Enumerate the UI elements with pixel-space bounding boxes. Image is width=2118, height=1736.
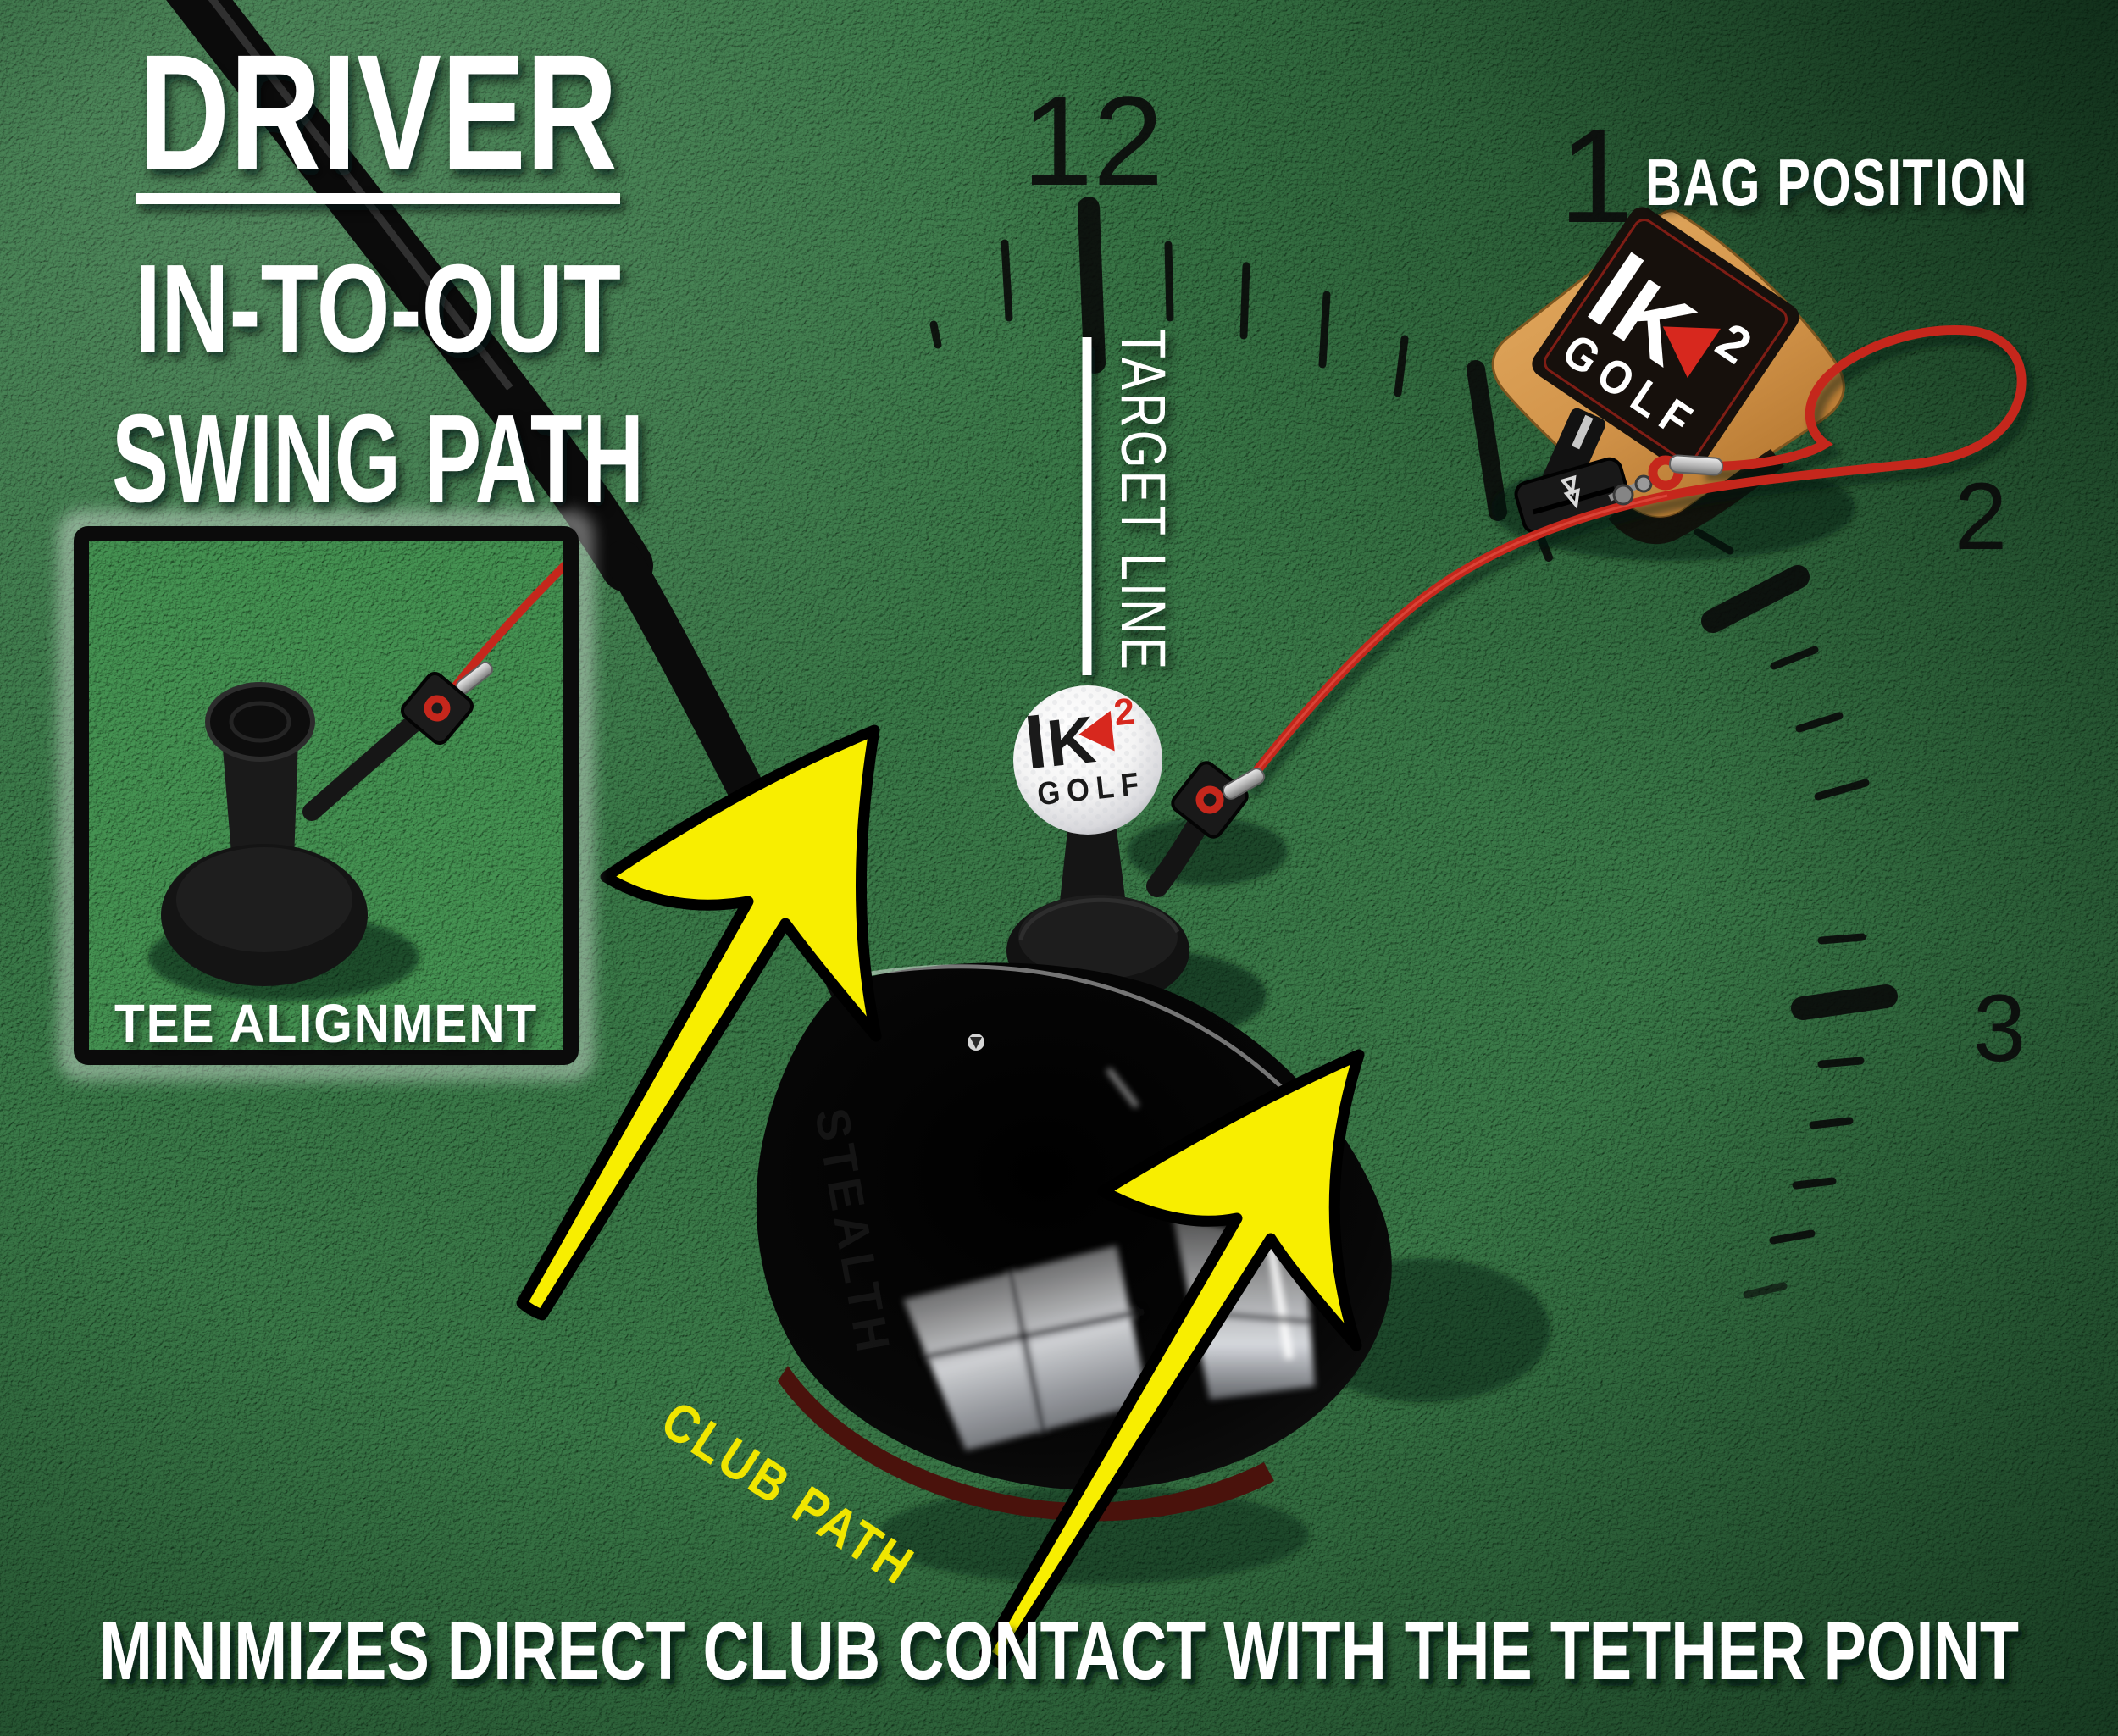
target-line-group: TARGET LINE [1082, 329, 1178, 675]
logo-k: K [1044, 702, 1099, 780]
tether-point [1171, 761, 1249, 839]
club-path-arrow-left [516, 724, 882, 1321]
tick-minor [929, 320, 942, 349]
cord-hardware-bag [1608, 454, 1724, 506]
swing-path-arrows [516, 724, 1365, 1670]
bag-position-label: BAG POSITION [1645, 145, 2028, 219]
tether-crimp [1222, 768, 1266, 800]
tether-knot [1195, 785, 1224, 814]
tee-base-top [1018, 895, 1178, 979]
tick-minor [1770, 646, 1819, 670]
shaft-grip [166, 0, 653, 592]
patch-trim [1544, 219, 1788, 463]
inset-tee-cup [205, 682, 315, 762]
clock-numeral-12: 12 [1023, 69, 1164, 212]
tee-alignment-inset: TEE ALIGNMENT [58, 511, 594, 1080]
inset-tether-arm [302, 713, 424, 821]
k2-golf-logo [1532, 207, 1799, 474]
tick-minor [1743, 1282, 1788, 1299]
tee-alignment-label: TEE ALIGNMENT [114, 993, 538, 1054]
inset-tee-base-top [176, 847, 352, 952]
tick-minor [1817, 933, 1866, 945]
tick-minor [1814, 779, 1870, 801]
reflection-mullion [1006, 1268, 1047, 1434]
tick-minor [1769, 1229, 1816, 1245]
tick-hour-12 [1078, 197, 1106, 374]
clock-numeral-2: 2 [1954, 463, 2007, 569]
logo-triangle-icon [1662, 326, 1721, 378]
cord-crimp [1668, 454, 1724, 476]
tick-hour-3 [1791, 984, 1898, 1020]
reflection-streak-small [1106, 1067, 1139, 1109]
tick-minor [1795, 712, 1844, 733]
clock-numeral-3: 3 [1973, 975, 2026, 1081]
tee-rim-highlight [1018, 897, 1180, 941]
bottom-caption: MINIMIZES DIRECT CLUB CONTACT WITH THE T… [99, 1605, 2019, 1697]
tether-diamond [1171, 761, 1249, 839]
title-underline [136, 193, 620, 204]
tick-minor [1239, 262, 1250, 340]
clock-numeral-1: 1 [1559, 102, 1633, 251]
logo-2: 2 [1112, 691, 1136, 734]
tick-minor [1164, 241, 1174, 322]
cord-shadow [1246, 332, 2034, 798]
tick-minor [1318, 291, 1331, 369]
title-driver: DRIVER [138, 20, 618, 205]
inset-diamond [401, 672, 474, 745]
tick-hour-1 [1467, 360, 1507, 521]
clip-diamond-icon [1560, 474, 1580, 510]
logo-bar [1588, 252, 1644, 325]
inset-knot [424, 695, 451, 722]
inset-content [148, 560, 570, 1001]
bag-patch: K 2 GOLF [1532, 207, 1799, 474]
cord-highlight [1244, 494, 1668, 786]
tick-minor [1817, 1057, 1865, 1068]
swivel-ring-icon [1612, 484, 1634, 506]
head-shadow-lower [877, 1486, 1309, 1584]
inset-glow [58, 511, 594, 1080]
reflection-mullion [923, 1308, 1143, 1361]
tick-hour-2 [1701, 565, 1810, 633]
swivel-ring-icon [1634, 474, 1653, 493]
logo-triangle-icon [1078, 710, 1115, 752]
taylormade-logo [968, 1034, 984, 1051]
clock-numerals: 12 1 2 3 [1023, 69, 2027, 1081]
inset-tether-point [401, 672, 474, 745]
club-path-arrow-right [979, 1049, 1365, 1670]
tick-minor [1001, 239, 1013, 322]
ball-dimples [1013, 685, 1162, 835]
tick-minor [1809, 1117, 1854, 1129]
inset-border [74, 526, 579, 1065]
target-line-label: TARGET LINE [1108, 329, 1178, 672]
tether-bag: K 2 GOLF [1491, 207, 1845, 545]
tm-logo-icon [970, 1037, 982, 1049]
strap-tag [1572, 414, 1594, 450]
tick-minor [1792, 1177, 1837, 1190]
logo-bar [1027, 714, 1045, 768]
shaft-highlight [208, 0, 513, 391]
title-block: DRIVER IN-TO-OUT SWING PATH [112, 20, 644, 529]
title-in-to-out: IN-TO-OUT [135, 239, 621, 379]
title-swing-path: SWING PATH [112, 389, 644, 529]
crown-edge-highlight [855, 964, 1294, 1099]
tether-cord [1240, 325, 2034, 798]
k2-golf-ball-logo: K 2 GOLF [1027, 691, 1147, 813]
inset-tee-cup-inner [229, 701, 291, 743]
tick-minor [1394, 335, 1409, 397]
